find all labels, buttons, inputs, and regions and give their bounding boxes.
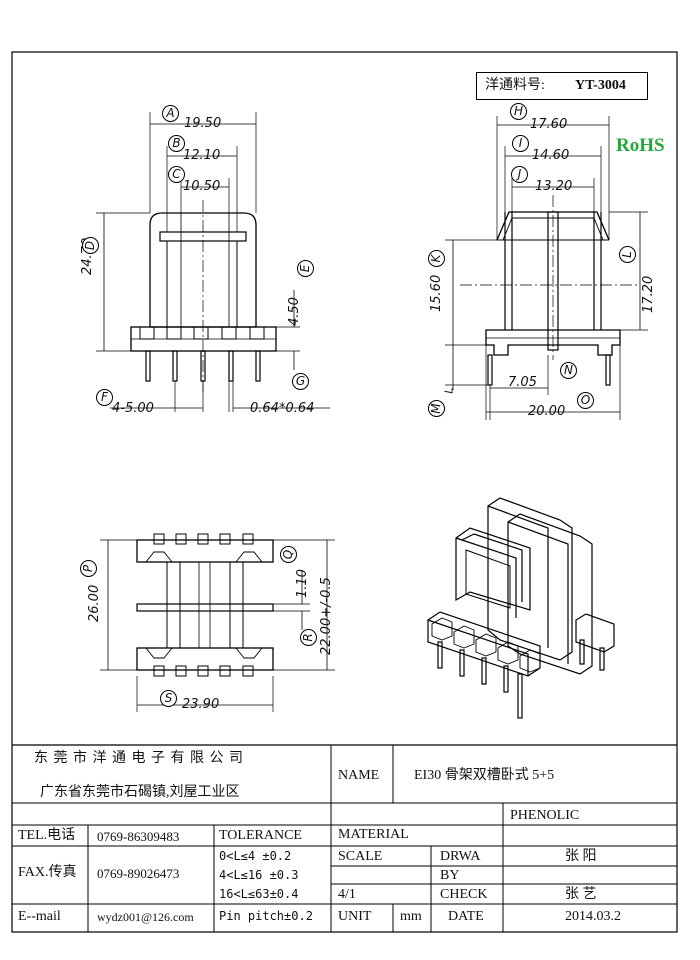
dim-e-value: 4.50 — [287, 297, 302, 326]
dim-q-value: 1.10 — [295, 569, 310, 598]
email-label: E--mail — [18, 909, 61, 924]
check-value: 张 艺 — [565, 887, 597, 902]
balloon-m: M — [428, 400, 445, 417]
dim-g-value: 0.64*0.64 — [250, 401, 315, 416]
tel-value: 0769-86309483 — [97, 829, 180, 844]
balloon-m-suffix: L — [442, 387, 456, 394]
dim-h-value: 17.60 — [530, 117, 568, 132]
dim-f-value: 4-5.00 — [112, 401, 154, 416]
balloon-c: C — [168, 166, 185, 183]
balloon-a: A — [162, 105, 179, 122]
dim-p-value: 26.00 — [87, 584, 102, 622]
company-name: 东 莞 市 洋 通 电 子 有 限 公 司 — [34, 751, 244, 766]
drawn-by-label-2: BY — [440, 868, 460, 883]
balloon-d: D — [82, 237, 99, 254]
unit-value: mm — [400, 909, 422, 924]
balloon-j: J — [511, 166, 528, 183]
date-label: DATE — [448, 909, 484, 924]
part-number-box: 洋通料号: YT-3004 — [476, 72, 648, 100]
dim-k-value: 15.60 — [429, 274, 444, 312]
balloon-h: H — [510, 103, 527, 120]
dim-n-value: 7.05 — [508, 375, 537, 390]
balloon-b: B — [168, 135, 185, 152]
isometric-view — [427, 497, 615, 719]
material-value: PHENOLIC — [510, 808, 580, 823]
tolerance-label: TOLERANCE — [219, 828, 302, 843]
company-address: 广东省东莞市石碣镇,刘屋工业区 — [40, 785, 240, 800]
material-label: MATERIAL — [338, 827, 409, 842]
fax-label: FAX.传真 — [18, 865, 77, 880]
drawn-by-label-1: DRWA — [440, 849, 481, 864]
balloon-q: Q — [280, 546, 297, 563]
tel-label: TEL.电话 — [18, 828, 76, 843]
balloon-r: R — [300, 629, 317, 646]
dim-c-value: 10.50 — [183, 179, 221, 194]
rohs-mark: RoHS — [616, 135, 665, 156]
balloon-k: K — [428, 250, 445, 267]
scale-value: 4/1 — [338, 887, 356, 902]
balloon-g: G — [292, 373, 309, 390]
dim-l-value: 17.20 — [641, 275, 656, 313]
balloon-e: E — [297, 260, 314, 277]
tolerance-line-4: Pin pitch±0.2 — [219, 909, 313, 923]
dim-o-value: 20.00 — [528, 404, 566, 419]
part-number-value: YT-3004 — [575, 78, 626, 93]
title-block-lines — [12, 744, 677, 932]
bottom-view — [100, 533, 335, 712]
sheet-border — [11, 51, 678, 933]
date-value: 2014.03.2 — [565, 909, 621, 924]
email-value: wydz001@126.com — [97, 910, 194, 924]
balloon-p: P — [80, 560, 97, 577]
scale-label: SCALE — [338, 849, 383, 864]
tolerance-line-3: 16<L≤63±0.4 — [219, 887, 299, 901]
dim-r-value: 22.00+/-0.5 — [319, 577, 334, 655]
balloon-l: L — [619, 246, 636, 263]
balloon-i: I — [512, 135, 529, 152]
dim-a-value: 19.50 — [184, 116, 222, 131]
dim-b-value: 12.10 — [183, 148, 221, 163]
balloon-f: F — [96, 389, 113, 406]
balloon-s: S — [160, 690, 177, 707]
tolerance-line-2: 4<L≤16 ±0.3 — [219, 868, 299, 882]
front-view — [96, 112, 330, 412]
side-view — [445, 116, 648, 420]
unit-label: UNIT — [338, 909, 372, 924]
name-value: EI30 骨架双槽卧式 5+5 — [414, 768, 555, 783]
dim-i-value: 14.60 — [532, 148, 570, 163]
dim-s-value: 23.90 — [182, 697, 220, 712]
fax-value: 0769-89026473 — [97, 866, 180, 881]
check-label: CHECK — [440, 887, 488, 902]
tolerance-line-1: 0<L≤4 ±0.2 — [219, 849, 292, 863]
name-label: NAME — [338, 768, 380, 783]
dim-j-value: 13.20 — [535, 179, 573, 194]
part-number-label: 洋通料号: — [485, 78, 545, 93]
drawn-by-value: 张 阳 — [565, 849, 597, 864]
balloon-o: O — [577, 392, 594, 409]
balloon-n: N — [560, 362, 577, 379]
